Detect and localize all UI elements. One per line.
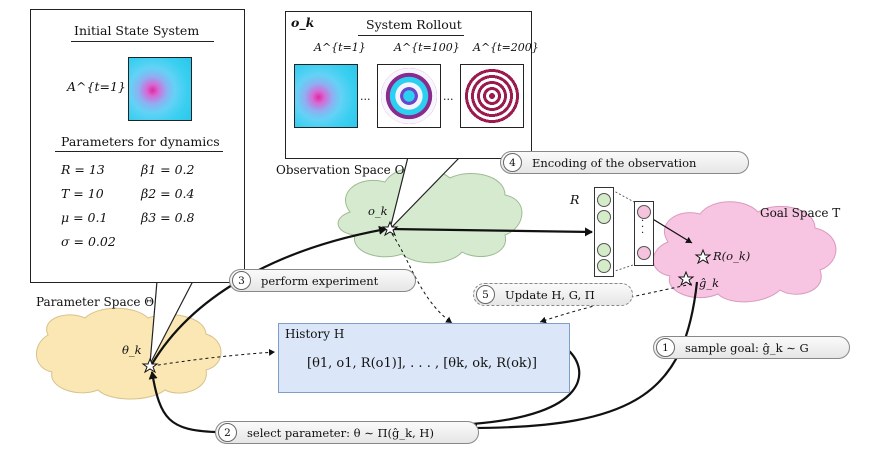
encoder-node [597, 259, 611, 273]
rollout-title: System Rollout [366, 17, 462, 32]
arrow-select-to-param [148, 371, 216, 434]
param-mu: μ = 0.1 [61, 210, 108, 225]
param-t: T = 10 [61, 186, 104, 201]
system-rollout-panel: o_k System Rollout A^{t=1} A^{t=100} A^{… [285, 11, 539, 159]
arrow-embedding [650, 217, 693, 244]
step-5-update: 5 Update H, G, Π [473, 283, 633, 306]
param-sigma: σ = 0.02 [61, 234, 116, 249]
step-number: 5 [476, 285, 495, 304]
parameter-space-cloud [36, 307, 222, 400]
rollout-obs-label: o_k [291, 15, 315, 30]
initial-state-panel: Initial State System A^{t=1} = Parameter… [30, 9, 245, 283]
frame-label-200: A^{t=200} [473, 41, 539, 54]
latent-node [637, 246, 651, 260]
param-beta1: β1 = 0.2 [141, 162, 195, 177]
star-marker-theta [141, 357, 159, 374]
step-label: perform experiment [261, 273, 379, 288]
step-label: select parameter: θ ∼ Π(ĝ_k, H) [247, 425, 434, 440]
arrow-history-to-select [471, 349, 581, 426]
latent-ellipsis: ··· [641, 216, 645, 239]
observation-space-cloud [337, 166, 523, 264]
frame-heatmap-100 [377, 64, 441, 128]
rollout-ellipsis-2: ... [443, 90, 454, 103]
latent-node [637, 205, 651, 219]
encoder-node [597, 210, 611, 224]
r-ok-point-label: R(o_k) [713, 249, 751, 263]
step-1-sample-goal: 1 sample goal: ĝ_k ∼ G [653, 336, 850, 359]
step-number: 2 [218, 423, 237, 442]
frame-heatmap-200 [460, 64, 524, 128]
goal-space-label: Goal Space T [760, 206, 841, 220]
history-content: [θ1, o1, R(o1)], . . . , [θk, ok, R(ok)] [307, 356, 537, 371]
step-number: 3 [232, 271, 251, 290]
encoder-label: R [570, 192, 580, 207]
step-4-encoding: 4 Encoding of the observation [500, 151, 749, 174]
step-3-experiment: 3 perform experiment [229, 269, 416, 292]
param-r: R = 13 [61, 162, 105, 177]
arrow-encoding [389, 227, 593, 237]
step-number: 1 [656, 338, 675, 357]
step-label: Encoding of the observation [532, 155, 697, 170]
encoder-node [597, 193, 611, 207]
frame-label-1: A^{t=1} [314, 41, 366, 54]
initial-state-heatmap [128, 57, 192, 121]
initial-state-title: Initial State System [74, 23, 200, 38]
step-label: sample goal: ĝ_k ∼ G [685, 340, 809, 355]
goal-space-cloud [652, 201, 837, 303]
star-marker-g [677, 270, 695, 287]
history-title: History H [285, 327, 345, 341]
step-number: 4 [503, 153, 522, 172]
initial-state-formula: A^{t=1} = [67, 79, 141, 94]
star-marker-r [694, 248, 712, 265]
step-label: Update H, G, Π [505, 287, 595, 302]
theta-k-point-label: θ_k [122, 343, 142, 357]
ok-point-label: o_k [368, 204, 388, 218]
g-hat-point-label: ĝ_k [699, 276, 720, 290]
history-box: History H [θ1, o1, R(o1)], . . . , [θk, … [278, 323, 570, 393]
param-beta3: β3 = 0.8 [141, 210, 195, 225]
frame-label-100: A^{t=100} [394, 41, 460, 54]
parameter-space-label: Parameter Space Θ [36, 295, 155, 309]
star-marker-obs [381, 220, 399, 237]
params-title: Parameters for dynamics [61, 134, 220, 149]
encoder-node [597, 243, 611, 257]
arrow-param-to-history [151, 348, 276, 367]
arrow-obs-to-history [391, 233, 453, 324]
param-beta2: β2 = 0.4 [141, 186, 195, 201]
frame-heatmap-1 [294, 64, 358, 128]
step-2-select-parameter: 2 select parameter: θ ∼ Π(ĝ_k, H) [215, 421, 479, 444]
arrow-goal-to-select [469, 281, 699, 433]
observation-space-label: Observation Space O [276, 163, 405, 177]
rollout-ellipsis-1: ... [360, 90, 371, 103]
